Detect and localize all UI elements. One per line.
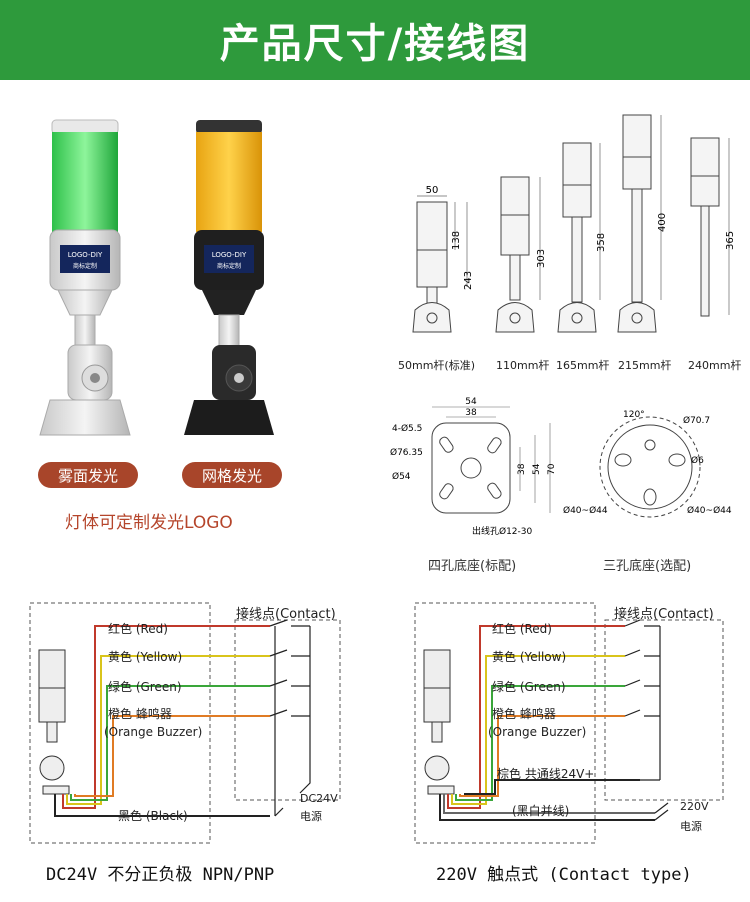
dim-h-303: 303 [536, 249, 547, 268]
ac-wire-yellow: 黄色 (Yellow) [492, 650, 567, 664]
wiring-dc-drawing [29, 602, 341, 844]
dc-wire-red: 红色 (Red) [108, 622, 168, 636]
three-hole-caption: 三孔底座(选配) [603, 559, 692, 574]
th-d707: Ø70.7 [683, 415, 710, 426]
fh-holes: 4-Ø5.5 [392, 423, 422, 434]
tag-grid: 网格发光 [182, 462, 282, 488]
ac-wire-green: 绿色 (Green) [492, 680, 566, 694]
product-green-illustration: LOGO-DIY 商标定制 [39, 119, 131, 436]
four-hole-base-drawing: 54 38 4-Ø5.5 Ø76.35 Ø54 38 54 70 出线孔Ø12-… [390, 397, 557, 537]
fh-d7635: Ø76.35 [390, 447, 423, 458]
dim-h-243: 243 [463, 271, 474, 290]
fh-38-side: 38 [517, 463, 527, 475]
dc-caption: DC24V 不分正负极 NPN/PNP [46, 865, 275, 885]
ac-supply-2: 电源 [680, 820, 702, 833]
logo-line2: 商标定制 [217, 262, 241, 270]
dc-wire-orange-en: (Orange Buzzer) [104, 725, 203, 739]
th-d40-right: Ø40~Ø44 [687, 505, 732, 516]
logo-line2: 商标定制 [73, 262, 97, 270]
wiring-ac-drawing [414, 602, 724, 844]
ac-wire-bw: (黑白并线) [512, 804, 570, 818]
th-angle: 120° [623, 410, 645, 420]
ac-supply-1: 220V [680, 800, 709, 813]
rod-110: 110mm杆 [496, 359, 550, 372]
dc-contact-header: 接线点(Contact) [236, 607, 336, 622]
dc-supply-1: DC24V [300, 792, 338, 805]
fh-54-top: 54 [465, 397, 477, 407]
rod-240: 240mm杆 [688, 359, 742, 372]
ac-caption: 220V 触点式 (Contact type) [436, 865, 692, 885]
fh-70-side: 70 [547, 463, 557, 475]
fh-d54: Ø54 [392, 471, 411, 482]
dim-h-358: 358 [596, 233, 607, 252]
ac-wire-red: 红色 (Red) [492, 622, 552, 636]
ac-wire-orange: 橙色 蜂鸣器 [492, 707, 556, 721]
dc-wire-orange: 橙色 蜂鸣器 [108, 707, 172, 721]
th-d40-left: Ø40~Ø44 [563, 505, 608, 516]
page-title: 产品尺寸/接线图 [219, 21, 531, 67]
fh-54-side: 54 [532, 463, 542, 475]
dim-width: 50 [426, 185, 439, 196]
dim-h-400: 400 [657, 213, 668, 232]
rod-215: 215mm杆 [618, 359, 672, 372]
dc-supply-2: 电源 [300, 810, 322, 823]
product-yellow-illustration: LOGO-DIY 商标定制 [184, 120, 274, 435]
three-hole-base-drawing: 120° Ø70.7 Ø6 Ø40~Ø44 Ø40~Ø44 [563, 410, 732, 518]
fh-cable-hole: 出线孔Ø12-30 [472, 525, 533, 537]
dimension-drawing: 50 138 243 303 358 400 365 [412, 114, 736, 333]
ac-wire-brown: 棕色 共通线24V+ [497, 767, 595, 781]
logo-line1: LOGO-DIY [212, 251, 247, 259]
ac-wire-orange-en: (Orange Buzzer) [488, 725, 587, 739]
dim-h-365: 365 [725, 231, 736, 250]
rod-165: 165mm杆 [556, 359, 610, 372]
dim-h-138: 138 [451, 231, 462, 250]
fh-38-top: 38 [465, 408, 477, 418]
ac-contact-header: 接线点(Contact) [614, 607, 714, 622]
rod-50: 50mm杆(标准) [398, 359, 476, 372]
tag-matte: 雾面发光 [38, 462, 138, 488]
four-hole-caption: 四孔底座(标配) [428, 559, 517, 574]
th-d6: Ø6 [691, 455, 704, 466]
dc-wire-green: 绿色 (Green) [108, 680, 182, 694]
logo-line1: LOGO-DIY [68, 251, 103, 259]
product-caption: 灯体可定制发光LOGO [65, 513, 233, 533]
dc-wire-black: 黑色 (Black) [118, 809, 188, 823]
header-banner: 产品尺寸/接线图 [0, 0, 750, 80]
dc-wire-yellow: 黄色 (Yellow) [108, 650, 183, 664]
